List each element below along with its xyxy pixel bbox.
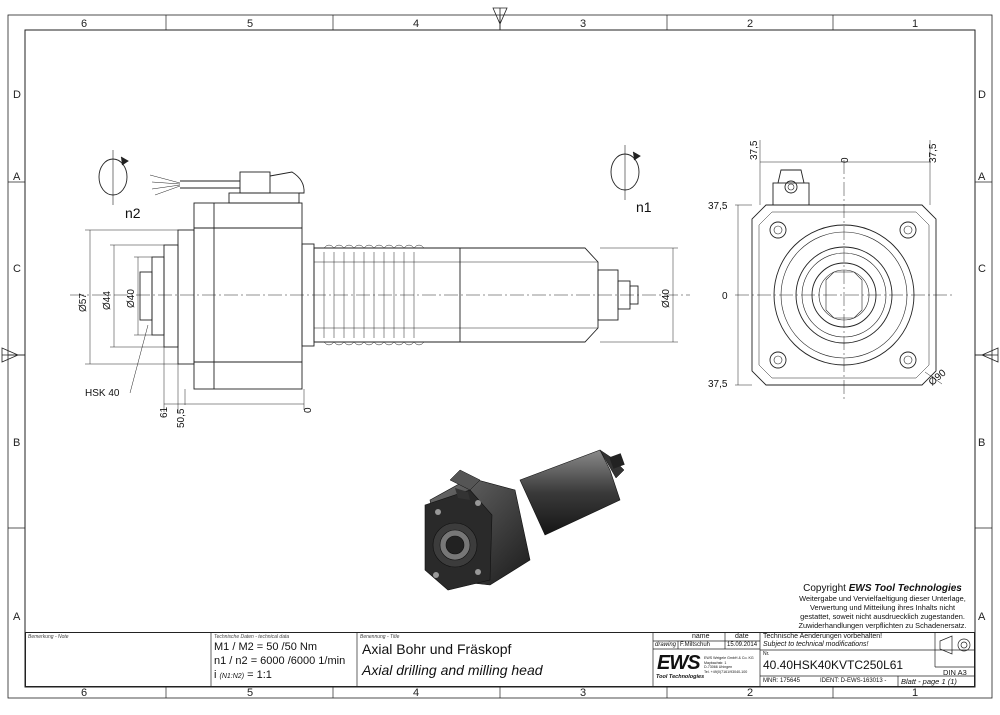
grid-col-5-top: 5 <box>247 18 253 30</box>
format: DIN A3 <box>943 668 967 677</box>
grid-row-a-left: A <box>13 611 21 623</box>
title-block <box>25 632 975 687</box>
isometric-view <box>424 449 625 591</box>
techdata-label: Technische Daten - technical data <box>214 634 290 640</box>
grid-row-d-right: D <box>978 89 986 101</box>
grid-col-4-top: 4 <box>413 18 419 30</box>
drawing-date: 15.09.2014 <box>727 642 758 648</box>
n1-label: n1 <box>636 199 652 215</box>
front-dim-left-top: 37,5 <box>708 201 728 212</box>
front-dim-d90: Ø90 <box>927 367 949 388</box>
ident: IDENT: D-EWS-163013 - <box>820 678 887 684</box>
copyright-prefix: Copyright <box>803 583 846 594</box>
title-label: Benennung - Title <box>360 634 400 640</box>
copyright-line: Zuwiderhandlungen verpflichten zu Schade… <box>798 621 967 630</box>
front-dim-left-center: 0 <box>722 291 728 302</box>
hsk-label: HSK 40 <box>85 388 120 399</box>
nr-label: Nr. <box>763 651 770 657</box>
grid-col-5-bottom: 5 <box>247 687 253 699</box>
title-german: Axial Bohr und Fräskopf <box>362 641 512 657</box>
grid-col-1-bottom: 1 <box>912 687 918 699</box>
col-name: name <box>692 633 710 640</box>
tech-speed: n1 / n2 = 6000 /6000 1/min <box>214 655 346 667</box>
dim-50-5: 50,5 <box>176 408 187 428</box>
grid-row-a-left-upper: A <box>13 171 21 183</box>
grid-col-2-bottom: 2 <box>747 687 753 699</box>
ews-logo-sub: Tool Technologies <box>656 674 705 680</box>
grid-col-6-top: 6 <box>81 18 87 30</box>
sheet-frame <box>1 7 999 699</box>
copyright-line: Weitergabe und Vervielfaeltigung dieser … <box>799 594 966 603</box>
dim-0-side: 0 <box>303 407 314 413</box>
dim-d44: Ø44 <box>102 291 113 310</box>
company-address: EWS Weigele GmbH & Co. KG Maybachstr. 1 … <box>704 656 754 674</box>
grid-col-6-bottom: 6 <box>81 687 87 699</box>
copyright-line: Verwertung und Mitteilung ihres Inhalts … <box>809 603 956 612</box>
grid-col-4-bottom: 4 <box>413 687 419 699</box>
front-view <box>735 140 955 400</box>
ews-logo: EWS <box>657 652 701 674</box>
dim-61: 61 <box>159 406 170 418</box>
front-dim-top-left: 37,5 <box>749 140 760 160</box>
grid-row-a-right-upper: A <box>978 171 986 183</box>
titleblock-grid <box>210 632 975 687</box>
grid-row-c-right: C <box>978 263 986 275</box>
copyright-line: gestattet, soweit nicht ausdruecklich zu… <box>800 612 965 621</box>
remark-label: Bemerkung - Note <box>28 634 69 640</box>
col-date: date <box>735 633 749 640</box>
front-dim-left-bottom: 37,5 <box>708 379 728 390</box>
copyright-brand: EWS Tool Technologies <box>848 583 962 594</box>
tech-ratio: i (N1:N2) = 1:1 <box>214 669 272 681</box>
copyright-notice: Copyright EWS Tool Technologies Weiterga… <box>790 583 975 630</box>
front-dim-top-right: 37,5 <box>928 143 939 163</box>
sheet-page: Blatt - page 1 (1) <box>901 677 957 686</box>
part-number: 40.40HSK40KVTC250L61 <box>763 658 904 672</box>
side-view <box>70 145 690 412</box>
drawing-name: F.Miltschuh <box>680 642 711 648</box>
title-english: Axial drilling and milling head <box>362 662 543 678</box>
grid-row-c-left: C <box>13 263 21 275</box>
dim-d40-right: Ø40 <box>661 289 672 308</box>
change-note-de: Technische Aenderungen vorbehalten! <box>763 633 883 640</box>
grid-col-3-top: 3 <box>580 18 586 30</box>
grid-row-d-left: D <box>13 89 21 101</box>
n2-label: n2 <box>125 205 141 221</box>
tech-torque: M1 / M2 = 50 /50 Nm <box>214 641 318 653</box>
mnr: MNR: 175645 <box>763 678 801 684</box>
grid-row-b-left: B <box>13 437 20 449</box>
row-drawing: drawing <box>655 642 677 648</box>
grid-row-a-right: A <box>978 611 986 623</box>
front-dim-top-center: 0 <box>840 157 851 163</box>
change-note-en: Subject to technical modifications! <box>763 641 869 648</box>
dim-d40-left: Ø40 <box>126 289 137 308</box>
grid-row-b-right: B <box>978 437 985 449</box>
grid-col-2-top: 2 <box>747 18 753 30</box>
dim-d57: Ø57 <box>78 293 89 312</box>
grid-col-3-bottom: 3 <box>580 687 586 699</box>
grid-col-1-top: 1 <box>912 18 918 30</box>
